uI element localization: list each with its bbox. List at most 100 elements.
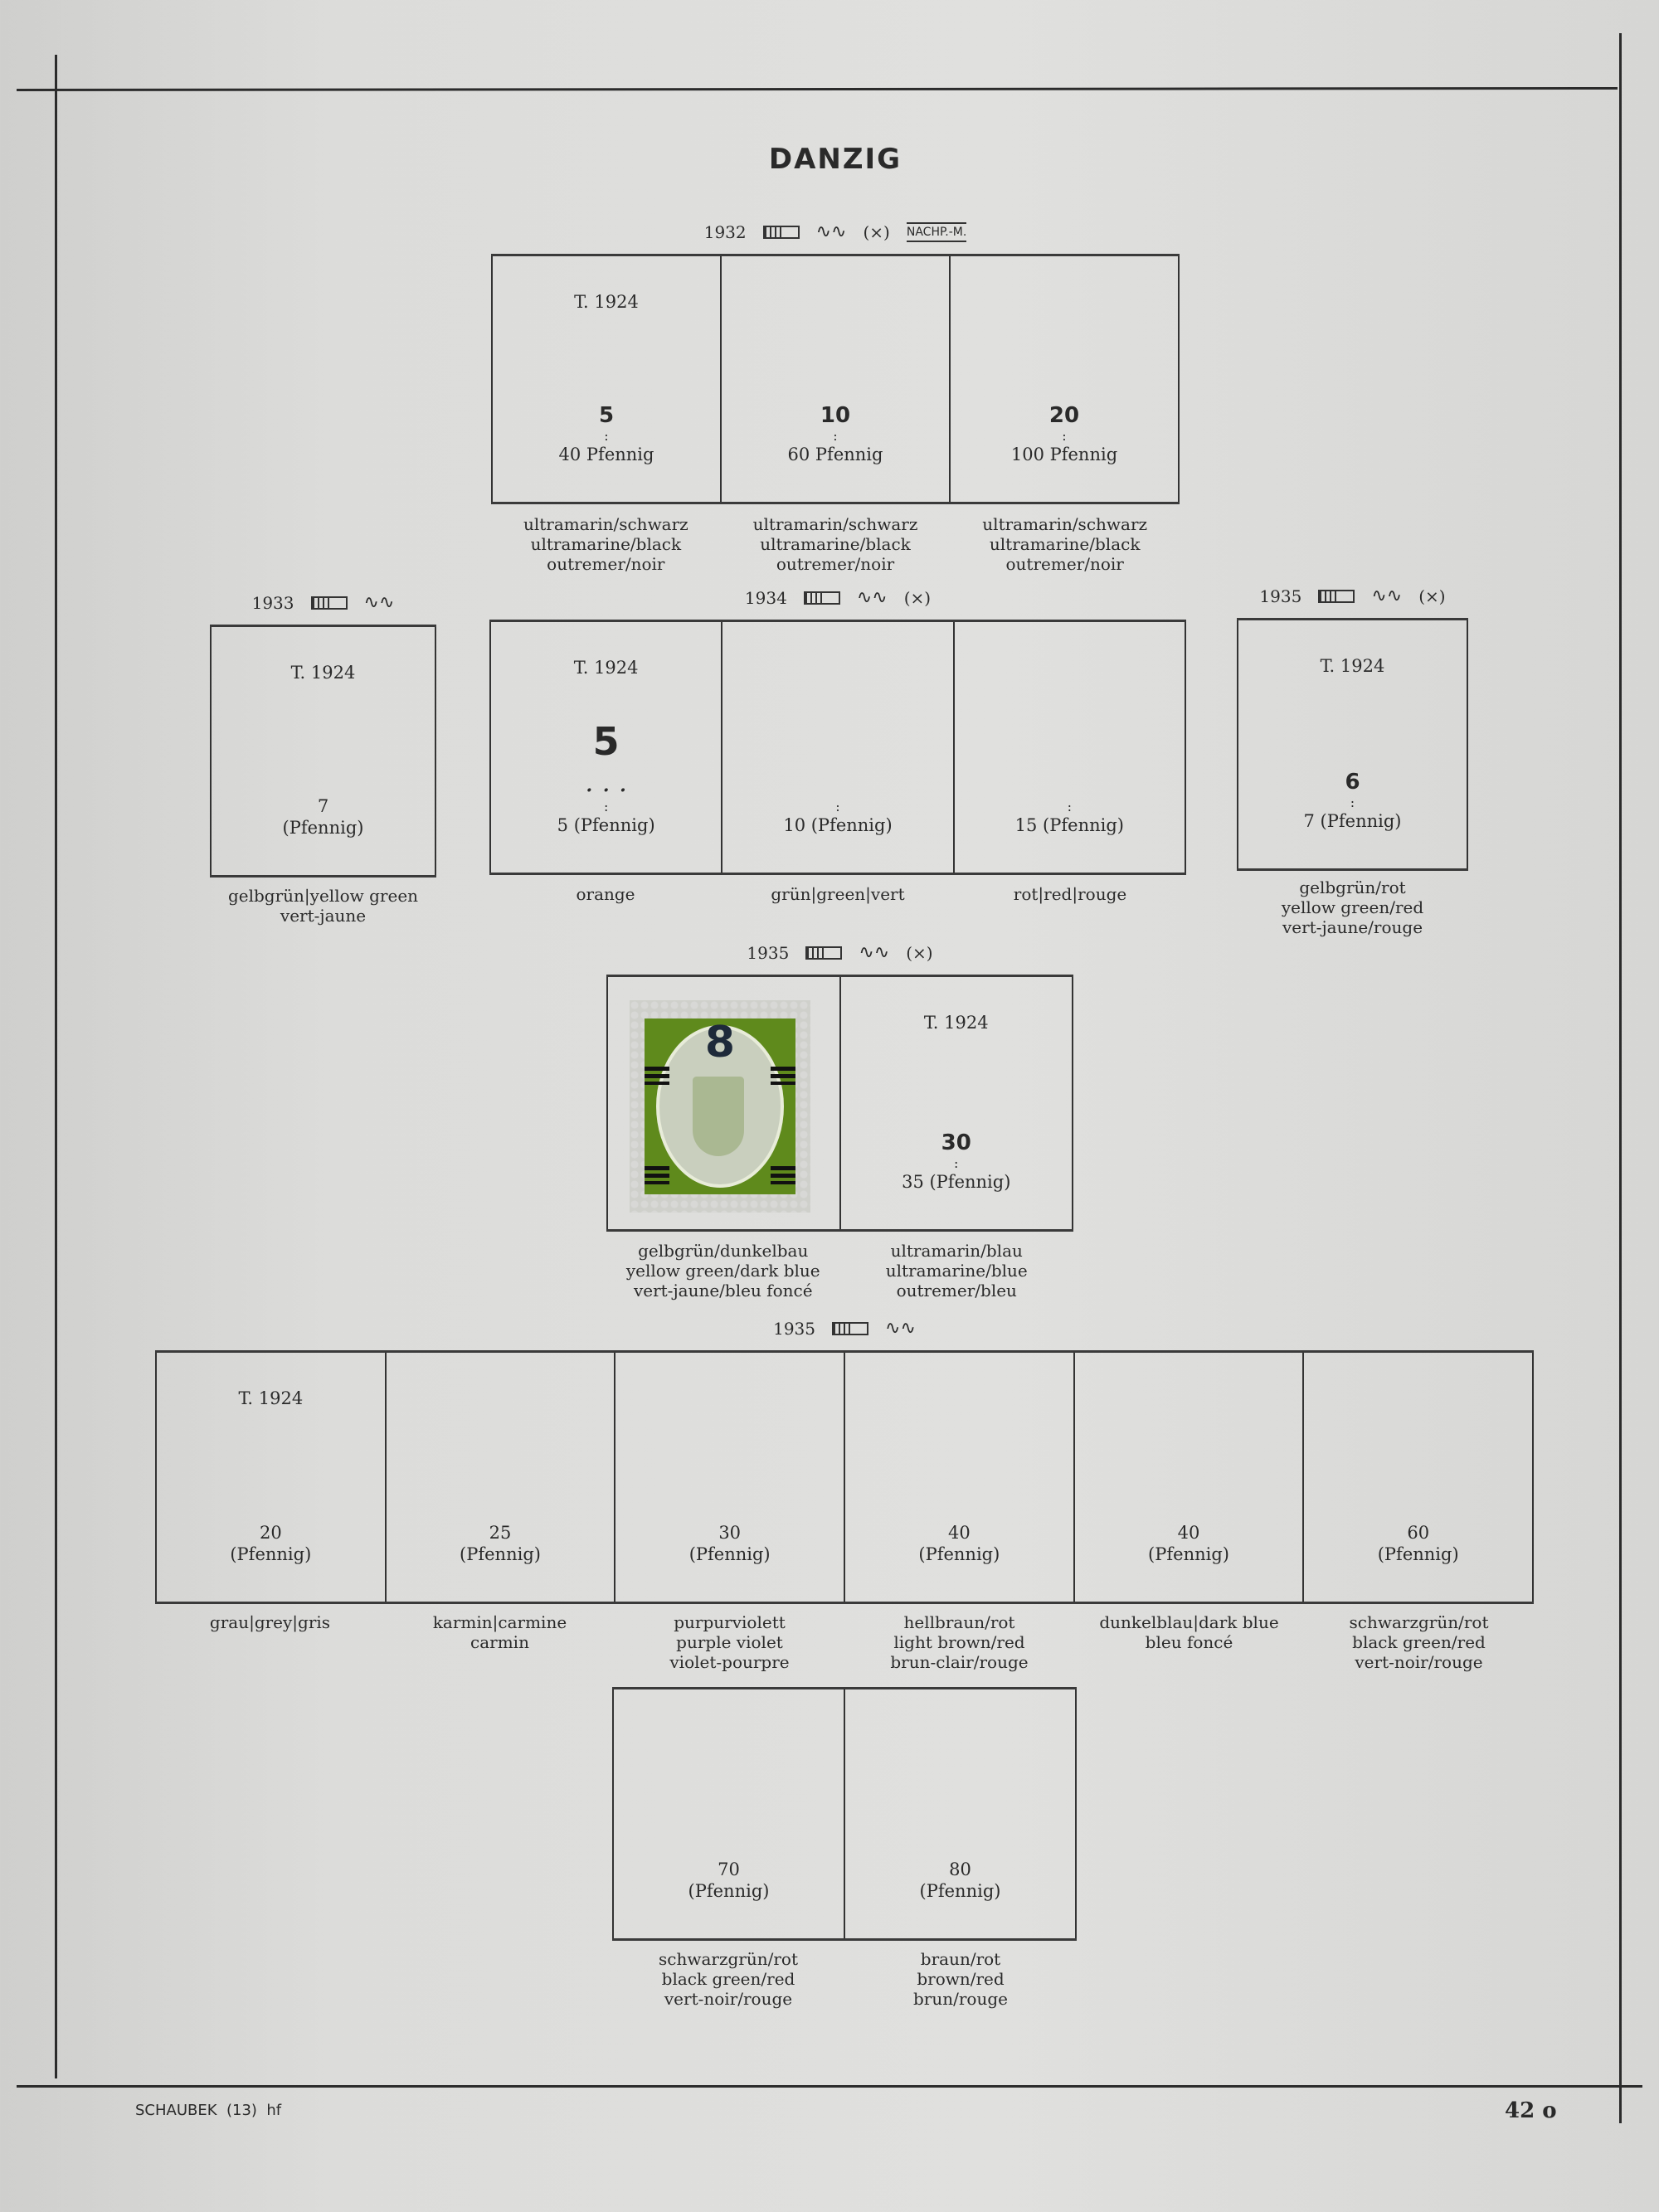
issue-header: 1935∿∿(×) bbox=[606, 940, 1073, 966]
stamp-space[interactable]: 10:60 Pfennig bbox=[720, 256, 949, 502]
colon-mark: : bbox=[493, 429, 720, 444]
stamp-row: T. 19246:7 (Pfennig) bbox=[1237, 618, 1468, 871]
stamp-space[interactable]: 25(Pfennig) bbox=[385, 1353, 615, 1602]
issue-year: 1935 bbox=[747, 942, 789, 964]
page-title: DANZIG bbox=[0, 143, 1659, 176]
caption-line: gelbgrün/rot bbox=[1237, 878, 1468, 897]
stamp-row: T. 19247(Pfennig) bbox=[210, 625, 436, 878]
issue-year: 1933 bbox=[252, 592, 294, 614]
caption-line: bleu foncé bbox=[1074, 1632, 1304, 1652]
caption-line: grau|grey|gris bbox=[155, 1612, 385, 1632]
stamp-space[interactable]: T. 19245:40 Pfennig bbox=[491, 256, 720, 502]
stamp-space[interactable]: T. 192420(Pfennig) bbox=[155, 1353, 385, 1602]
color-caption: gelbgrün/dunkelbauyellow green/dark blue… bbox=[606, 1241, 840, 1300]
color-caption: schwarzgrün/rotblack green/redvert-noir/… bbox=[612, 1949, 844, 2009]
original-value: 80 bbox=[845, 1859, 1075, 1880]
stamp-space[interactable]: :15 (Pfennig) bbox=[953, 622, 1186, 873]
color-caption: orange bbox=[489, 884, 722, 904]
stamp-space[interactable]: 40(Pfennig) bbox=[844, 1353, 1073, 1602]
caption-line: gelbgrün/dunkelbau bbox=[606, 1241, 840, 1261]
stamp-space[interactable]: 80(Pfennig) bbox=[844, 1689, 1077, 1938]
value-area: 40(Pfennig) bbox=[1075, 1522, 1303, 1565]
bottom-border-line bbox=[17, 2085, 1642, 2088]
perforation-gauge-icon bbox=[311, 596, 348, 610]
page-number: 42 o bbox=[1505, 2098, 1557, 2123]
stamp-space[interactable]: 30(Pfennig) bbox=[614, 1353, 844, 1602]
wavy-watermark-icon: ∿∿ bbox=[857, 587, 888, 609]
wavy-watermark-icon: ∿∿ bbox=[885, 1318, 916, 1339]
color-captions: ultramarin/schwarzultramarine/blackoutre… bbox=[491, 514, 1180, 574]
color-captions: gelbgrün/dunkelbauyellow green/dark blue… bbox=[606, 1241, 1073, 1300]
caption-line: grün|green|vert bbox=[722, 884, 954, 904]
color-caption: rot|red|rouge bbox=[954, 884, 1186, 904]
colon-mark: : bbox=[951, 429, 1178, 444]
stamp-space[interactable]: T. 192430:35 (Pfennig) bbox=[839, 977, 1074, 1229]
color-captions: grau|grey|griskarmin|carminecarminpurpur… bbox=[155, 1612, 1534, 1672]
design-type-label: T. 1924 bbox=[1238, 655, 1467, 677]
stamp-space[interactable]: T. 19245𝔚. 𝔋. 𝔚.:5 (Pfennig) bbox=[489, 622, 721, 873]
value-area: 40(Pfennig) bbox=[845, 1522, 1073, 1565]
issue-mark: (×) bbox=[904, 587, 931, 609]
caption-line: purpurviolett bbox=[615, 1612, 844, 1632]
color-caption: dunkelblau|dark bluebleu foncé bbox=[1074, 1612, 1304, 1672]
color-caption: karmin|carminecarmin bbox=[385, 1612, 615, 1672]
caption-line: vert-jaune/bleu foncé bbox=[606, 1281, 840, 1300]
caption-line: outremer/bleu bbox=[840, 1281, 1074, 1300]
issue-header: 1932∿∿(×)NACHP.-M. bbox=[491, 219, 1180, 246]
value-area: 20(Pfennig) bbox=[157, 1522, 385, 1565]
obliteration-bars bbox=[771, 1067, 795, 1085]
caption-line: black green/red bbox=[1304, 1632, 1534, 1652]
whw-overprint-text: 𝔚. 𝔋. 𝔚. bbox=[491, 765, 721, 800]
value-unit: (Pfennig) bbox=[615, 1544, 844, 1565]
stamp-space[interactable]: 70(Pfennig) bbox=[612, 1689, 844, 1938]
perforation-gauge-icon bbox=[832, 1322, 868, 1335]
color-captions: schwarzgrün/rotblack green/redvert-noir/… bbox=[612, 1949, 1077, 2009]
value-unit: (Pfennig) bbox=[1304, 1544, 1532, 1565]
stamp-space[interactable]: 8 bbox=[606, 977, 839, 1229]
design-type-label: T. 1924 bbox=[493, 291, 720, 313]
value-area: 60(Pfennig) bbox=[1304, 1522, 1532, 1565]
value-area: 20:100 Pfennig bbox=[951, 402, 1178, 465]
top-border-line bbox=[17, 87, 1618, 91]
color-caption: braun/rotbrown/redbrun/rouge bbox=[844, 1949, 1077, 2009]
stamp-block: 70(Pfennig)80(Pfennig) bbox=[612, 1687, 1077, 1941]
surcharge-value: 5 bbox=[493, 402, 720, 429]
caption-line: dunkelblau|dark blue bbox=[1074, 1612, 1304, 1632]
overprint-label: NACHP.-M. bbox=[907, 222, 966, 242]
design-type-label: T. 1924 bbox=[491, 657, 721, 678]
stamp-space[interactable]: T. 19247(Pfennig) bbox=[210, 627, 436, 875]
stamp-space[interactable]: 20:100 Pfennig bbox=[949, 256, 1180, 502]
issue-year: 1934 bbox=[745, 587, 787, 609]
color-caption: gelbgrün/rotyellow green/redvert-jaune/r… bbox=[1237, 878, 1468, 937]
original-value: 7 bbox=[212, 795, 435, 817]
value-area: :10 (Pfennig) bbox=[722, 800, 952, 836]
caption-line: outremer/noir bbox=[950, 554, 1180, 574]
caption-line: ultramarine/black bbox=[950, 534, 1180, 554]
caption-line: schwarzgrün/rot bbox=[612, 1949, 844, 1969]
caption-line: purple violet bbox=[615, 1632, 844, 1652]
wavy-watermark-icon: ∿∿ bbox=[1371, 586, 1402, 607]
wavy-watermark-icon: ∿∿ bbox=[859, 942, 889, 964]
caption-line: ultramarin/schwarz bbox=[950, 514, 1180, 534]
stamp-space[interactable]: 60(Pfennig) bbox=[1302, 1353, 1534, 1602]
stamp-block: 1933∿∿T. 19247(Pfennig) bbox=[210, 625, 436, 878]
stamp-space[interactable]: 40(Pfennig) bbox=[1073, 1353, 1303, 1602]
caption-line: light brown/red bbox=[844, 1632, 1074, 1652]
colon-mark: : bbox=[722, 429, 949, 444]
colon-mark: : bbox=[841, 1156, 1073, 1171]
caption-line: brun-clair/rouge bbox=[844, 1652, 1074, 1672]
caption-line: ultramarin/schwarz bbox=[721, 514, 951, 534]
value-unit: (Pfennig) bbox=[212, 817, 435, 839]
stamp-space[interactable]: :10 (Pfennig) bbox=[721, 622, 952, 873]
original-value: 10 (Pfennig) bbox=[722, 814, 952, 836]
original-value: 30 bbox=[615, 1522, 844, 1544]
value-unit: (Pfennig) bbox=[845, 1544, 1073, 1565]
perforation-gauge-icon bbox=[1318, 590, 1355, 603]
caption-line: orange bbox=[489, 884, 722, 904]
color-caption: gelbgrün|yellow greenvert-jaune bbox=[210, 886, 436, 926]
stamp-space[interactable]: T. 19246:7 (Pfennig) bbox=[1237, 620, 1468, 868]
caption-line: outremer/noir bbox=[721, 554, 951, 574]
original-value: 25 bbox=[387, 1522, 615, 1544]
original-value: 60 Pfennig bbox=[722, 444, 949, 465]
value-area: 70(Pfennig) bbox=[614, 1859, 844, 1902]
